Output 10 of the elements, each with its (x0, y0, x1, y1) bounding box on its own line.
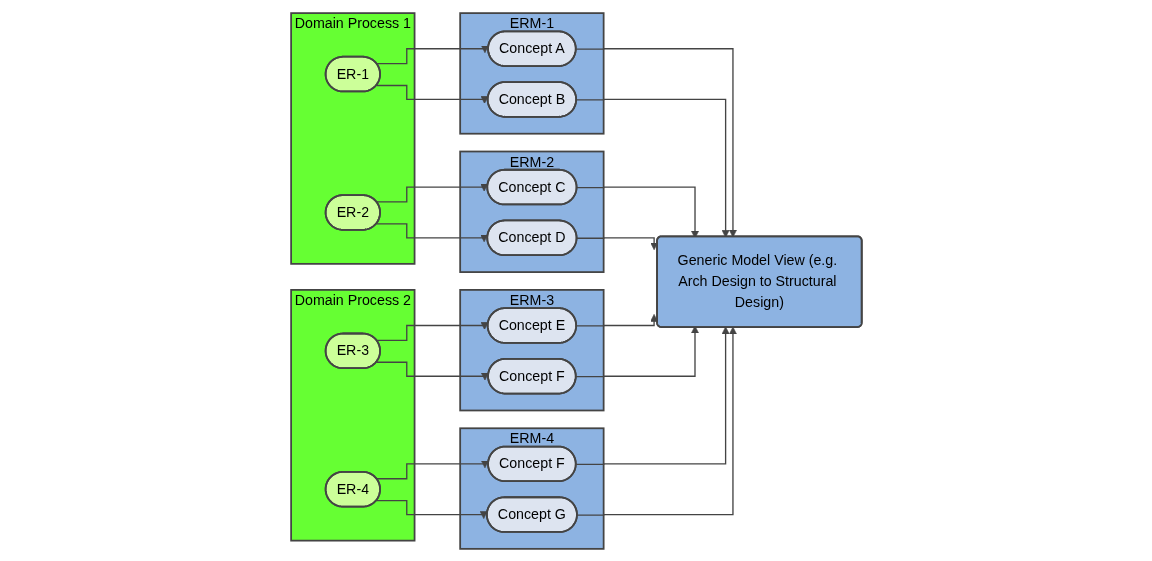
arrow (575, 325, 730, 465)
arrow (375, 44, 489, 64)
arrow (375, 222, 488, 242)
arrow (375, 183, 488, 203)
arrow (375, 499, 488, 519)
arrow (575, 325, 699, 377)
arrow (575, 47, 737, 237)
arrow (375, 459, 489, 479)
arrow (576, 326, 737, 516)
arrow (575, 313, 658, 327)
